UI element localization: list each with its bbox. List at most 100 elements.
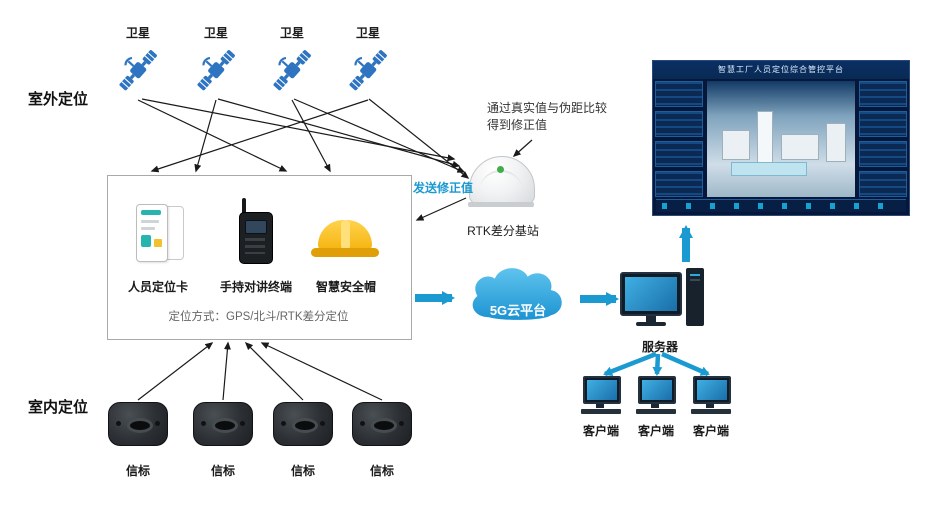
satellite-icon bbox=[273, 50, 311, 91]
client-monitor bbox=[693, 376, 731, 404]
satellite-group: 卫星 bbox=[264, 24, 320, 101]
client-label: 客户端 bbox=[692, 424, 729, 438]
smart-helmet-device bbox=[296, 218, 396, 262]
client-monitor-base bbox=[651, 404, 659, 408]
client-group: 客户端 bbox=[578, 376, 624, 439]
positioning-card-label: 人员定位卡 bbox=[127, 280, 188, 294]
beacon-label: 信标 bbox=[290, 464, 315, 478]
beacon-label: 信标 bbox=[210, 464, 235, 478]
send-correction-label: 发送修正值 bbox=[412, 181, 473, 195]
dashboard-panel bbox=[859, 81, 907, 107]
dashboard-body bbox=[653, 79, 909, 199]
dashboard-panel bbox=[655, 141, 703, 167]
beacon-group: 信标 bbox=[193, 402, 253, 479]
beacon-slot bbox=[292, 418, 318, 433]
satellite-icon bbox=[119, 50, 157, 91]
beacon-slot bbox=[371, 418, 397, 433]
server-label: 服务器 bbox=[641, 340, 678, 354]
cloud-platform: 5G云平台 bbox=[460, 258, 576, 334]
satellite-group: 卫星 bbox=[340, 24, 396, 101]
dashboard-panel bbox=[859, 171, 907, 197]
rtk-logo-dot bbox=[497, 166, 504, 173]
card-header-strip bbox=[141, 210, 161, 215]
monitoring-dashboard: 智慧工厂人员定位综合管控平台 bbox=[652, 60, 910, 216]
rtk-base-station bbox=[468, 156, 535, 214]
satellite-icon bbox=[197, 50, 235, 91]
beacon-group: 信标 bbox=[108, 402, 168, 479]
server-monitor-stand bbox=[646, 316, 656, 322]
beacon-label: 信标 bbox=[125, 464, 150, 478]
dashboard-title: 智慧工厂人员定位综合管控平台 bbox=[653, 61, 909, 79]
dashboard-3d-plant-view bbox=[707, 81, 855, 197]
rtk-station-label: RTK差分基站 bbox=[467, 224, 539, 238]
beacon-icon bbox=[273, 402, 333, 446]
dashboard-right-panels bbox=[857, 79, 909, 199]
beacon-icon bbox=[352, 402, 412, 446]
handheld-radio-icon bbox=[234, 198, 278, 264]
satellite-label: 卫星 bbox=[279, 26, 304, 40]
positioning-mode-note: 定位方式：GPS/北斗/RTK差分定位 bbox=[168, 311, 349, 323]
satellite-icon bbox=[349, 50, 387, 91]
card-text-line bbox=[141, 220, 159, 223]
beacon-icon bbox=[108, 402, 168, 446]
client-computer-icon bbox=[688, 376, 734, 416]
beacon-slot bbox=[127, 418, 153, 433]
correction-explanation-note: 通过真实值与伪距比较得到修正值 bbox=[487, 101, 608, 133]
dashboard-left-panels bbox=[653, 79, 705, 199]
server-screen bbox=[625, 277, 677, 311]
positioning-card-icon bbox=[130, 204, 186, 262]
beacon-icon bbox=[193, 402, 253, 446]
client-keyboard bbox=[581, 409, 621, 414]
card-chip bbox=[154, 239, 162, 247]
dashboard-panel bbox=[655, 111, 703, 137]
client-keyboard bbox=[636, 409, 676, 414]
smart-helmet-icon bbox=[311, 218, 381, 262]
client-computer-icon bbox=[633, 376, 679, 416]
helmet-stripe bbox=[341, 220, 350, 250]
satellite-group: 卫星 bbox=[110, 24, 166, 101]
client-computer-icon bbox=[578, 376, 624, 416]
beacon-group: 信标 bbox=[273, 402, 333, 479]
server-tower bbox=[686, 268, 704, 326]
client-label: 客户端 bbox=[637, 424, 674, 438]
client-keyboard bbox=[691, 409, 731, 414]
positioning-card-device bbox=[108, 204, 208, 262]
smart-helmet-label: 智慧安全帽 bbox=[315, 280, 376, 294]
server-icon bbox=[620, 268, 710, 328]
client-monitor bbox=[638, 376, 676, 404]
radio-keypad bbox=[245, 238, 265, 254]
satellite-label: 卫星 bbox=[203, 26, 228, 40]
cloud-icon bbox=[472, 268, 562, 320]
client-monitor-base bbox=[706, 404, 714, 408]
dashboard-panel bbox=[655, 81, 703, 107]
beacon-group: 信标 bbox=[352, 402, 412, 479]
handheld-radio-device bbox=[206, 198, 306, 264]
radio-antenna bbox=[242, 198, 246, 214]
card-text-line bbox=[141, 227, 155, 230]
rtk-dome-base bbox=[468, 202, 534, 207]
outdoor-positioning-label: 室外定位 bbox=[28, 91, 89, 108]
satellite-group: 卫星 bbox=[188, 24, 244, 101]
card-front bbox=[136, 204, 168, 262]
satellite-label: 卫星 bbox=[125, 26, 150, 40]
indoor-positioning-label: 室内定位 bbox=[28, 399, 89, 416]
cloud-platform-label: 5G云平台 bbox=[489, 303, 547, 318]
dashboard-panel bbox=[859, 111, 907, 137]
satellite-label: 卫星 bbox=[355, 26, 380, 40]
radio-body bbox=[239, 212, 273, 264]
client-monitor-base bbox=[596, 404, 604, 408]
server-monitor-base bbox=[636, 322, 666, 326]
radio-screen bbox=[245, 220, 267, 234]
dashboard-panel bbox=[655, 171, 703, 197]
dashboard-icon-bar bbox=[656, 199, 906, 212]
helmet-brim bbox=[311, 248, 379, 257]
card-photo bbox=[141, 235, 151, 247]
dashboard-panel bbox=[859, 141, 907, 167]
beacon-label: 信标 bbox=[369, 464, 394, 478]
client-monitor bbox=[583, 376, 621, 404]
handheld-radio-label: 手持对讲终端 bbox=[219, 280, 292, 294]
client-group: 客户端 bbox=[688, 376, 734, 439]
server-monitor bbox=[620, 272, 682, 316]
